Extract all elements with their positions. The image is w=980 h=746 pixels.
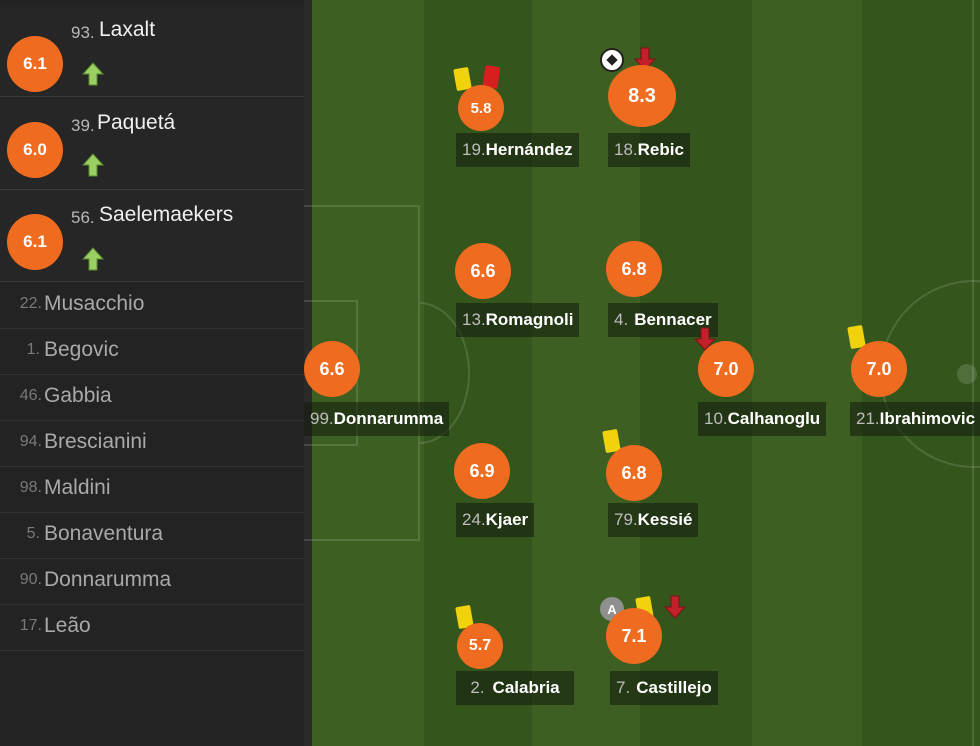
player-label: 7. Castillejo — [610, 671, 718, 705]
player-number: 39. — [71, 116, 95, 135]
player-number: 56. — [71, 208, 95, 227]
player-name: Gabbia — [44, 384, 112, 407]
sub-in-arrow-icon — [82, 247, 104, 271]
player-rating: 7.1 — [606, 608, 662, 664]
sub-row-paqueta[interactable]: 6.0 39. Paquetá — [0, 98, 304, 190]
player-name: Laxalt — [99, 18, 156, 41]
player-name: Begovic — [44, 338, 119, 361]
player-rating: 6.1 — [7, 36, 63, 92]
player-label: 79.Kessié — [608, 503, 699, 537]
player-rating: 6.6 — [304, 341, 360, 397]
bench-row-brescianini[interactable]: 94. Brescianini — [0, 421, 304, 467]
player-rating: 7.0 — [851, 341, 907, 397]
sub-in-arrow-icon — [82, 153, 104, 177]
substitutes-panel: 6.1 93. Laxalt 6.0 39. Paquetá 6.1 56. S… — [0, 0, 304, 746]
player-number: 13. — [462, 310, 486, 329]
sub-row-laxalt[interactable]: 6.1 93. Laxalt — [0, 5, 304, 97]
player-label: 13.Romagnoli — [456, 303, 580, 337]
player-number: 21. — [856, 409, 880, 428]
player-rating: 5.8 — [458, 85, 504, 131]
player-number: 1. — [26, 341, 40, 358]
player-label: 2. Calabria — [456, 671, 574, 705]
player-label: 24.Kjaer — [456, 503, 535, 537]
player-name: Ibrahimovic — [879, 409, 976, 428]
player-name: Calhanoglu — [727, 409, 821, 428]
bench-row-gabbia[interactable]: 46. Gabbia — [0, 375, 304, 421]
player-label: 10.Calhanoglu — [698, 402, 827, 436]
player-number: 4. — [614, 310, 629, 329]
player-number: 10. — [704, 409, 728, 428]
bench-row-begovic[interactable]: 1. Begovic — [0, 329, 304, 375]
penalty-area — [304, 205, 420, 541]
player-rating: 6.1 — [7, 214, 63, 270]
player-rating: 5.7 — [457, 623, 503, 669]
player-label: 19.Hernández — [456, 133, 579, 167]
player-name: Leão — [44, 614, 91, 637]
player-number: 18. — [614, 140, 638, 159]
player-number: 93. — [71, 23, 95, 42]
player-number: 7. — [616, 678, 631, 697]
player-name: Paquetá — [97, 111, 176, 134]
player-name: Kjaer — [485, 510, 529, 529]
sub-out-arrow-icon — [634, 47, 656, 71]
halfway-line — [972, 0, 974, 746]
player-name: Castillejo — [636, 678, 712, 697]
pitch: 6.6 99.Donnarumma 5.7 2. Calabria 6.9 24.… — [304, 0, 980, 746]
player-number: 2. — [470, 678, 485, 697]
player-label: 21.Ibrahimovic — [850, 402, 980, 436]
player-name: Donnarumma — [333, 409, 444, 428]
player-name: Calabria — [492, 678, 560, 697]
player-number: 46. — [19, 387, 42, 404]
player-rating: 6.0 — [7, 122, 63, 178]
bench-row-musacchio[interactable]: 22. Musacchio — [0, 283, 304, 329]
goal-ball-icon — [600, 48, 624, 72]
player-name: Donnarumma — [44, 568, 172, 591]
player-name: Kessié — [637, 510, 693, 529]
player-rating: 8.3 — [608, 65, 676, 127]
bench-row-bonaventura[interactable]: 5. Bonaventura — [0, 513, 304, 559]
player-number: 98. — [19, 479, 42, 496]
bench-row-maldini[interactable]: 98. Maldini — [0, 467, 304, 513]
player-name: Hernández — [485, 140, 573, 159]
player-rating: 6.8 — [606, 241, 662, 297]
player-rating: 6.8 — [606, 445, 662, 501]
player-number: 5. — [26, 525, 40, 542]
player-number: 94. — [19, 433, 42, 450]
player-label: 99.Donnarumma — [304, 402, 450, 436]
player-number: 24. — [462, 510, 486, 529]
player-name: Musacchio — [44, 292, 145, 315]
player-number: 90. — [19, 571, 42, 588]
player-number: 99. — [310, 409, 334, 428]
player-number: 79. — [614, 510, 638, 529]
player-rating: 6.6 — [455, 243, 511, 299]
player-name: Maldini — [44, 476, 111, 499]
player-label: 4. Bennacer — [608, 303, 718, 337]
player-number: 17. — [19, 617, 42, 634]
center-spot — [957, 364, 977, 384]
grass-stripe — [752, 0, 862, 746]
player-name: Romagnoli — [485, 310, 574, 329]
sub-out-arrow-icon — [664, 595, 686, 619]
player-name: Saelemaekers — [99, 203, 234, 226]
bench-row-donnarumma[interactable]: 90. Donnarumma — [0, 559, 304, 605]
player-rating: 7.0 — [698, 341, 754, 397]
player-name: Brescianini — [44, 430, 147, 453]
player-rating: 6.9 — [454, 443, 510, 499]
player-name: Bennacer — [634, 310, 712, 329]
sub-row-saelemaekers[interactable]: 6.1 56. Saelemaekers — [0, 190, 304, 282]
player-number: 22. — [19, 295, 42, 312]
player-name: Bonaventura — [44, 522, 164, 545]
bench-row-leao[interactable]: 17. Leão — [0, 605, 304, 651]
player-label: 18.Rebic — [608, 133, 690, 167]
sub-in-arrow-icon — [82, 62, 104, 86]
player-name: Rebic — [637, 140, 684, 159]
player-number: 19. — [462, 140, 486, 159]
